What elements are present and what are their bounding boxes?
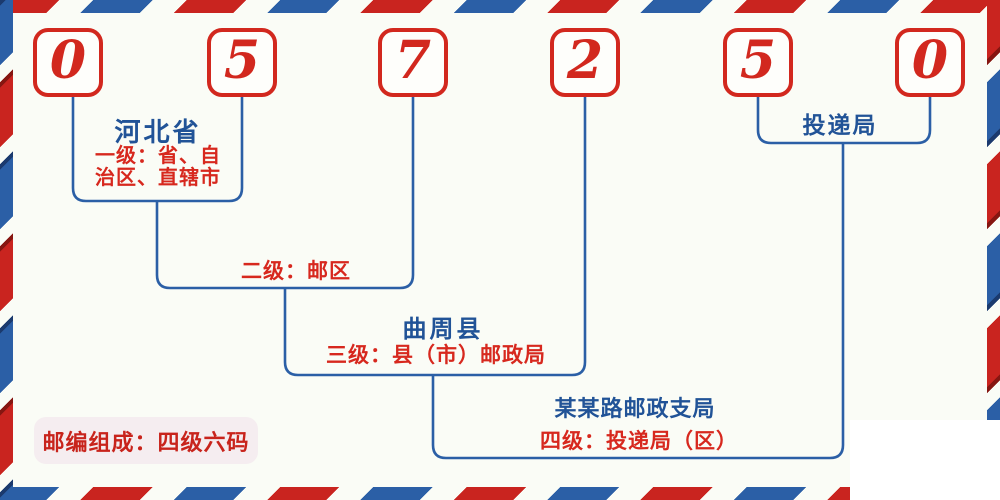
digit-box-1: 0 [33, 28, 103, 97]
digit-3: 7 [394, 29, 432, 91]
digit-4: 2 [566, 29, 604, 91]
digit-box-5: 5 [723, 28, 793, 97]
bracket-level3 [283, 97, 587, 377]
level4-description: 四级：投递局（区） [540, 429, 738, 453]
badge-text: 邮编组成：四级六码 [42, 429, 250, 456]
digit-box-4: 2 [550, 28, 620, 97]
digit-box-3: 7 [378, 28, 448, 97]
digit-box-2: 5 [207, 28, 277, 97]
level1-description-line1: 一级：省、自 [95, 143, 221, 167]
digit-6: 0 [911, 29, 949, 91]
level1-description: 一级：省、自 治区、直辖市 [58, 144, 258, 188]
level2-description: 二级：邮区 [241, 259, 351, 283]
airmail-border-top [0, 0, 1000, 13]
bracket-delivery [756, 97, 932, 145]
digit-2: 5 [223, 29, 261, 91]
level3-region-label: 曲周县 [402, 314, 484, 343]
airmail-border-bottom [0, 487, 1000, 500]
level4-region-label: 某某路邮政支局 [554, 396, 716, 422]
airmail-border-right [987, 0, 1000, 500]
watermark-cutout [850, 420, 1000, 500]
level1-region-label: 河北省 [114, 118, 202, 148]
level3-description: 三级：县（市）邮政局 [326, 343, 546, 367]
postal-code-composition-badge: 邮编组成：四级六码 [34, 417, 258, 464]
airmail-border-left [0, 0, 13, 500]
digit-box-6: 0 [895, 28, 965, 97]
bracket-level4 [431, 143, 845, 460]
delivery-bureau-label: 投递局 [802, 112, 878, 139]
digit-5: 5 [739, 29, 777, 91]
level1-description-line2: 治区、直辖市 [95, 165, 221, 189]
digit-1: 0 [49, 29, 87, 91]
